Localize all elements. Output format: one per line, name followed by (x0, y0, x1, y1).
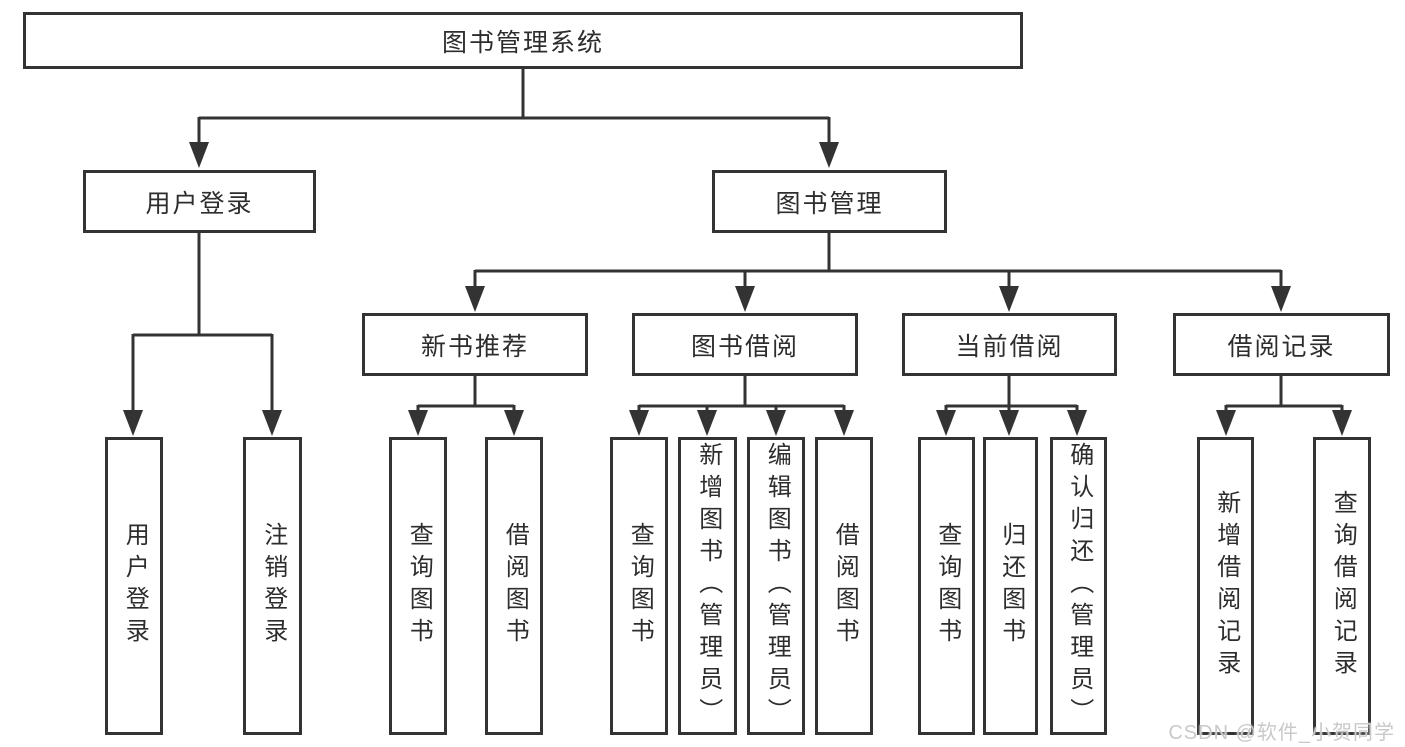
leaf-user-login: 用户登录 (105, 437, 163, 735)
node-book-borrow-label: 图书借阅 (690, 332, 799, 361)
node-borrow-records: 借阅记录 (1173, 313, 1390, 376)
node-current-borrow: 当前借阅 (902, 313, 1117, 376)
leaf-borrow-book: 借阅图书 (815, 437, 873, 735)
leaf-return-book: 归还图书 (983, 437, 1038, 735)
leaf-borrow-edit-book-label: 编辑图书（管理员） (763, 442, 791, 730)
csdn-watermark: CSDN @软件_小贺同学 (1168, 722, 1395, 744)
leaf-borrow-book-label: 借阅图书 (831, 522, 859, 650)
leaf-newbook-query: 查询图书 (389, 437, 447, 735)
leaf-current-query-book: 查询图书 (918, 437, 975, 735)
node-new-book-recommend: 新书推荐 (362, 313, 588, 376)
node-user-login: 用户登录 (83, 170, 316, 233)
node-root-label: 图书管理系统 (441, 28, 604, 57)
leaf-borrow-query-book: 查询图书 (610, 437, 668, 735)
leaf-newbook-borrow-label: 借阅图书 (501, 522, 529, 650)
node-borrow-records-label: 借阅记录 (1227, 332, 1336, 361)
leaf-user-login-label: 用户登录 (121, 522, 149, 650)
leaf-confirm-return-label: 确认归还（管理员） (1065, 442, 1093, 730)
leaf-borrow-query-book-label: 查询图书 (626, 522, 654, 650)
arrowhead-group (123, 142, 1352, 436)
leaf-confirm-return: 确认归还（管理员） (1050, 437, 1107, 735)
leaf-borrow-add-book: 新增图书（管理员） (678, 437, 737, 735)
leaf-add-borrow-record-label: 新增借阅记录 (1212, 490, 1240, 682)
leaf-query-borrow-record: 查询借阅记录 (1313, 437, 1371, 735)
node-book-management: 图书管理 (712, 170, 947, 233)
leaf-query-borrow-record-label: 查询借阅记录 (1329, 490, 1357, 682)
node-user-login-label: 用户登录 (145, 189, 254, 218)
node-book-borrow: 图书借阅 (632, 313, 858, 376)
leaf-add-borrow-record: 新增借阅记录 (1197, 437, 1254, 735)
node-book-management-label: 图书管理 (775, 189, 884, 218)
leaf-current-query-book-label: 查询图书 (933, 522, 961, 650)
node-root: 图书管理系统 (23, 12, 1023, 69)
node-new-book-recommend-label: 新书推荐 (420, 332, 529, 361)
leaf-borrow-add-book-label: 新增图书（管理员） (694, 442, 722, 730)
leaf-logout: 注销登录 (243, 437, 302, 735)
leaf-newbook-borrow: 借阅图书 (485, 437, 543, 735)
leaf-logout-label: 注销登录 (259, 522, 287, 650)
leaf-borrow-edit-book: 编辑图书（管理员） (747, 437, 805, 735)
leaf-newbook-query-label: 查询图书 (405, 522, 433, 650)
node-current-borrow-label: 当前借阅 (955, 332, 1064, 361)
leaf-return-book-label: 归还图书 (997, 522, 1025, 650)
